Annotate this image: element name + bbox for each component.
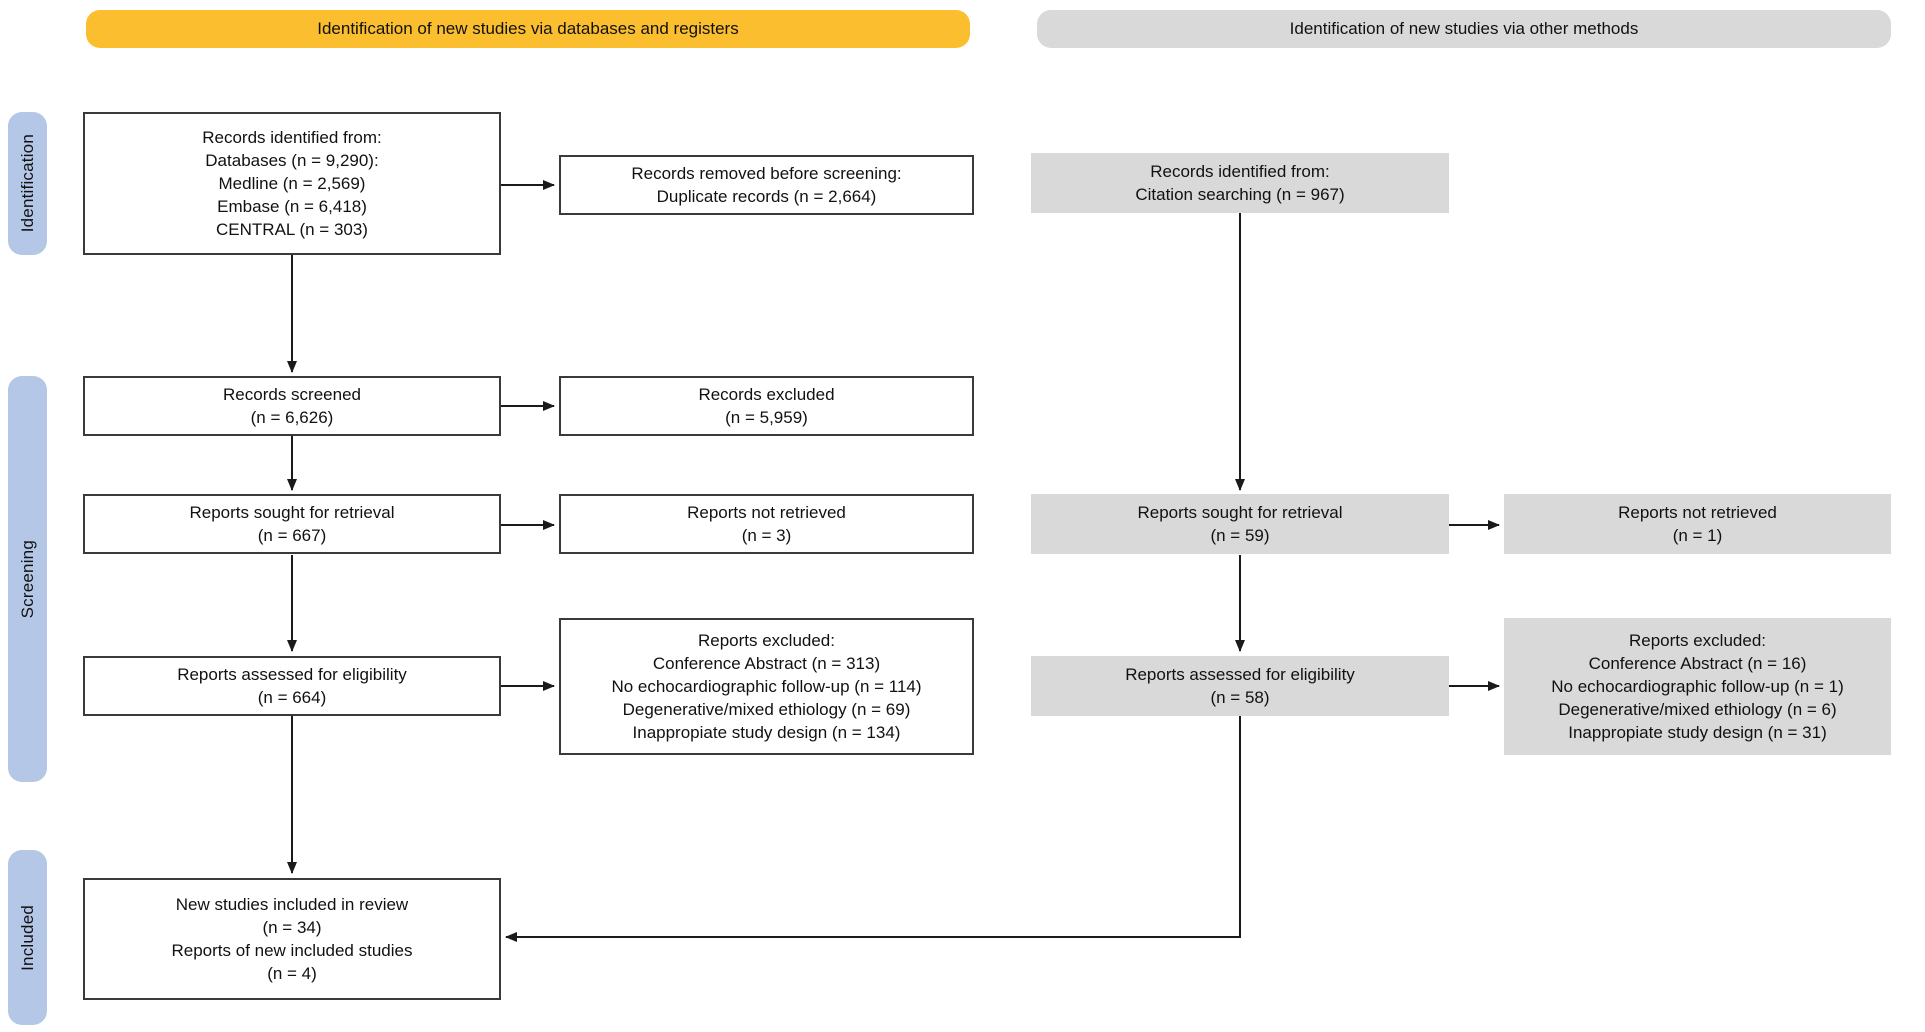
header-databases-registers: Identification of new studies via databa… xyxy=(86,10,970,48)
stage-label-screening: Screening xyxy=(8,376,47,782)
box-reports-not-retrieved-databases: Reports not retrieved (n = 3) xyxy=(559,494,974,554)
box-reports-assessed-other: Reports assessed for eligibility (n = 58… xyxy=(1031,656,1449,716)
box-reports-excluded-databases: Reports excluded: Conference Abstract (n… xyxy=(559,618,974,755)
box-reports-not-retrieved-other: Reports not retrieved (n = 1) xyxy=(1504,494,1891,554)
box-reports-assessed-databases: Reports assessed for eligibility (n = 66… xyxy=(83,656,501,716)
box-reports-sought-databases: Reports sought for retrieval (n = 667) xyxy=(83,494,501,554)
stage-label-included-text: Included xyxy=(17,904,37,971)
box-records-identified-citation: Records identified from: Citation search… xyxy=(1031,153,1449,213)
box-new-studies-included: New studies included in review (n = 34) … xyxy=(83,878,501,1000)
box-records-excluded: Records excluded (n = 5,959) xyxy=(559,376,974,436)
box-reports-sought-other: Reports sought for retrieval (n = 59) xyxy=(1031,494,1449,554)
stage-label-identification: Identification xyxy=(8,112,47,255)
stage-label-identification-text: Identification xyxy=(17,134,37,233)
box-reports-excluded-other: Reports excluded: Conference Abstract (n… xyxy=(1504,618,1891,755)
header-other-methods: Identification of new studies via other … xyxy=(1037,10,1891,48)
box-records-screened: Records screened (n = 6,626) xyxy=(83,376,501,436)
stage-label-screening-text: Screening xyxy=(17,539,37,619)
box-records-removed-before-screening: Records removed before screening: Duplic… xyxy=(559,155,974,215)
stage-label-included: Included xyxy=(8,850,47,1025)
box-records-identified-databases: Records identified from: Databases (n = … xyxy=(83,112,501,255)
